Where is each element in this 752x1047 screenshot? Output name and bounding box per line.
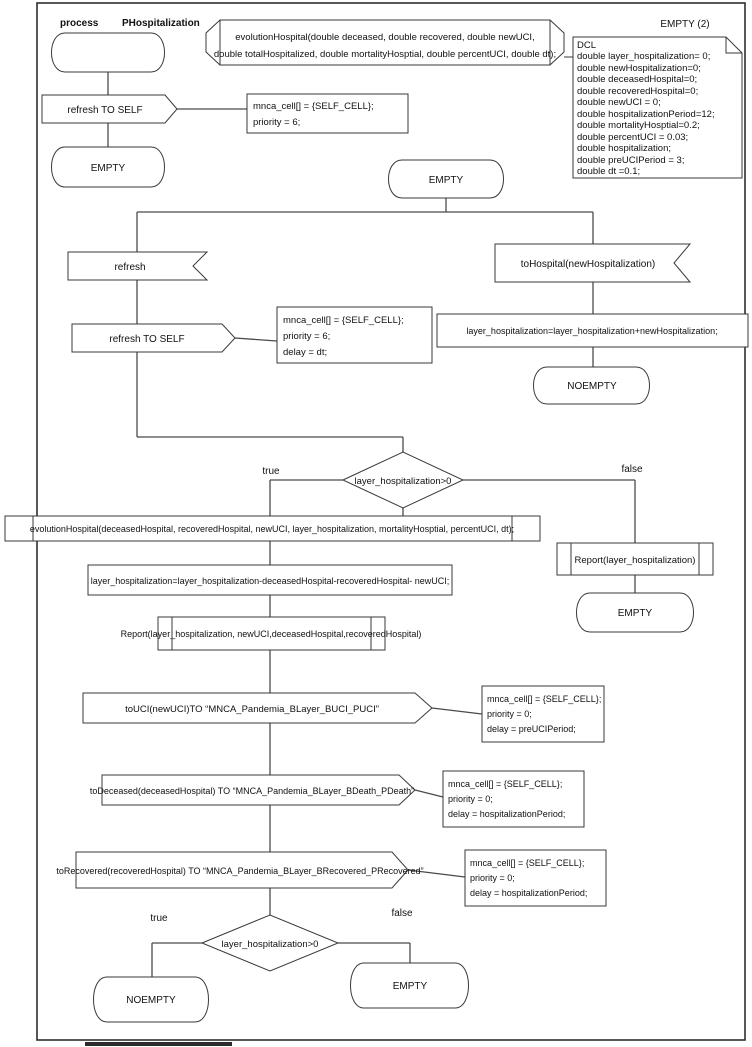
label-true-2: true: [150, 913, 168, 924]
input-refresh: refresh: [67, 251, 209, 281]
procedure-declaration: evolutionHospital(double deceased, doubl…: [205, 19, 565, 66]
state-empty-start: EMPTY: [51, 146, 165, 188]
label-true-1: true: [262, 466, 280, 477]
start-state: [51, 32, 165, 73]
task-line: mnca_cell[] = {SELF_CELL};: [283, 315, 404, 326]
decision-layer-gt0-2: layer_hospitalization>0: [200, 914, 340, 972]
output-touci: toUCI(newUCI)TO “MNCA_Pandemia_BLayer_BU…: [82, 692, 433, 724]
declaration-line1: evolutionHospital(double deceased, doubl…: [235, 32, 534, 43]
task-line: mnca_cell[] = {SELF_CELL};: [487, 694, 601, 704]
output-todeceased: toDeceased(deceasedHospital) TO “MNCA_Pa…: [90, 774, 416, 806]
decision-layer-gt0-1: layer_hospitalization>0: [341, 451, 465, 509]
task-priority-6: mnca_cell[] = {SELF_CELL}; priority = 6;: [246, 93, 409, 134]
output-refresh-to-self-1: refresh TO SELF: [41, 94, 178, 124]
task-line: mnca_cell[] = {SELF_CELL};: [470, 858, 584, 868]
task-add-hospitalization: layer_hospitalization=layer_hospitalizat…: [436, 313, 749, 348]
state-label: EMPTY: [618, 608, 653, 619]
process-name: PHospitalization: [122, 18, 200, 29]
task-line: delay = hospitalizationPeriod;: [470, 888, 587, 898]
task-line: delay = dt;: [283, 347, 327, 358]
call-evolution-hospital: evolutionHospital(deceasedHospital, reco…: [4, 515, 541, 542]
connectors: [107, 56, 636, 977]
task-line: priority = 0;: [470, 873, 515, 883]
state-label: EMPTY: [429, 175, 464, 186]
dcl-line: double layer_hospitalization= 0;: [577, 51, 710, 62]
output-label: toUCI(newUCI)TO “MNCA_Pandemia_BLayer_BU…: [125, 704, 379, 715]
input-label: toHospital(newHospitalization): [521, 259, 656, 270]
dcl-line: double hospitalizationPeriod=12;: [577, 109, 715, 120]
call-label: evolutionHospital(deceasedHospital, reco…: [30, 524, 514, 534]
task-line: delay = hospitalizationPeriod;: [448, 809, 565, 819]
declaration-line2: double totalHospitalized, double mortali…: [214, 49, 556, 60]
task-line: priority = 6;: [283, 331, 330, 342]
output-label: refresh TO SELF: [109, 334, 184, 345]
input-tohospital: toHospital(newHospitalization): [494, 243, 692, 283]
call-report-short: Report(layer_hospitalization): [556, 542, 714, 576]
dcl-line: double dt =0.1;: [577, 166, 640, 177]
dcl-text-box: DCL double layer_hospitalization= 0; dou…: [572, 36, 743, 179]
task-recovered-delay: mnca_cell[] = {SELF_CELL}; priority = 0;…: [464, 849, 607, 907]
dcl-line: double percentUCI = 0.03;: [577, 132, 688, 143]
call-report-full: Report(layer_hospitalization, newUCI,dec…: [121, 616, 422, 651]
task-uci-delay: mnca_cell[] = {SELF_CELL}; priority = 0;…: [481, 685, 605, 743]
task-line: mnca_cell[] = {SELF_CELL};: [448, 779, 562, 789]
state-label: EMPTY: [393, 981, 428, 992]
decision-condition: layer_hospitalization>0: [222, 939, 319, 950]
task-line: layer_hospitalization=layer_hospitalizat…: [466, 326, 717, 336]
output-torecovered: toRecovered(recoveredHospital) TO “MNCA_…: [56, 851, 424, 889]
output-refresh-to-self-2: refresh TO SELF: [71, 323, 236, 353]
dcl-line: double mortalityHosptial=0.2;: [577, 120, 700, 131]
output-label: toDeceased(deceasedHospital) TO “MNCA_Pa…: [90, 786, 414, 796]
state-noempty-bottom: NOEMPTY: [93, 976, 209, 1023]
state-label: EMPTY: [91, 163, 126, 174]
page-ref-label: EMPTY (2): [660, 19, 709, 30]
dcl-line: double newUCI = 0;: [577, 97, 661, 108]
output-label: refresh TO SELF: [67, 105, 142, 116]
dcl-line: double newHospitalization=0;: [577, 63, 701, 74]
dcl-line: double deceasedHospital=0;: [577, 74, 697, 85]
task-line: mnca_cell[] = {SELF_CELL};: [253, 101, 374, 112]
call-label: Report(layer_hospitalization): [575, 555, 696, 566]
label-false-1: false: [621, 464, 643, 475]
process-keyword: process: [60, 18, 99, 29]
state-label: NOEMPTY: [126, 995, 176, 1006]
dcl-line: double recoveredHospital=0;: [577, 86, 698, 97]
label-false-2: false: [391, 908, 413, 919]
task-line: priority = 0;: [448, 794, 493, 804]
task-line: priority = 6;: [253, 117, 300, 128]
decision-condition: layer_hospitalization>0: [355, 476, 452, 487]
state-label: NOEMPTY: [567, 381, 617, 392]
task-refresh-delay: mnca_cell[] = {SELF_CELL}; priority = 6;…: [276, 306, 433, 364]
task-subtract-hospitalization: layer_hospitalization=layer_hospitalizat…: [87, 564, 453, 596]
dcl-line: double hospitalization;: [577, 143, 671, 154]
dcl-line: double preUCIPeriod = 3;: [577, 155, 684, 166]
state-empty-bottom: EMPTY: [350, 962, 469, 1009]
bottom-artifact: [85, 1042, 232, 1046]
state-empty-false: EMPTY: [576, 592, 694, 633]
task-deceased-delay: mnca_cell[] = {SELF_CELL}; priority = 0;…: [442, 770, 585, 828]
task-line: priority = 0;: [487, 709, 532, 719]
call-label: Report(layer_hospitalization, newUCI,dec…: [121, 629, 422, 639]
task-line: layer_hospitalization=layer_hospitalizat…: [91, 576, 449, 586]
task-line: delay = preUCIPeriod;: [487, 724, 576, 734]
dcl-line: DCL: [577, 40, 596, 51]
input-label: refresh: [114, 262, 145, 273]
state-noempty-right: NOEMPTY: [533, 366, 650, 405]
output-label: toRecovered(recoveredHospital) TO “MNCA_…: [56, 866, 423, 876]
state-empty-main: EMPTY: [388, 159, 504, 199]
